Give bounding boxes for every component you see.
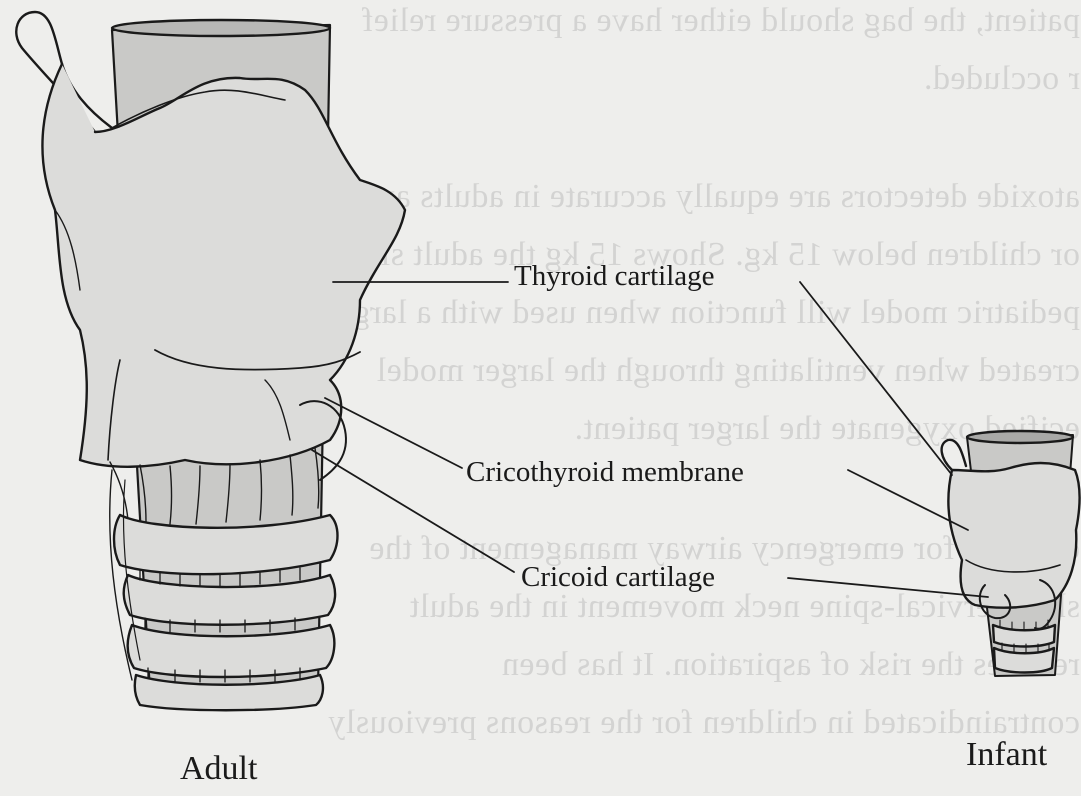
caption-infant: Infant [966,738,1047,772]
infant-larynx [942,431,1080,676]
infant-airway-opening [967,431,1073,443]
label-cricoid-cartilage: Cricoid cartilage [521,563,715,592]
infant-thyroid-cartilage [948,463,1079,608]
caption-adult: Adult [180,752,257,786]
leader-cricoid-infant [788,578,988,597]
label-thyroid-cartilage: Thyroid cartilage [514,262,715,291]
label-cricothyroid-membrane: Cricothyroid membrane [466,458,744,487]
adult-larynx [16,12,405,710]
adult-airway-opening [112,20,330,36]
leader-thyroid-infant [800,282,952,475]
